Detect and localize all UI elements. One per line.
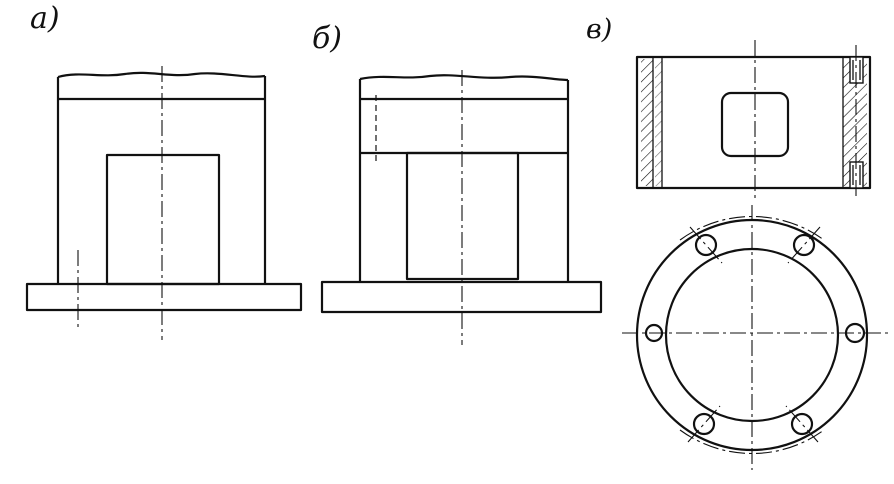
panel-c-plan-view xyxy=(622,205,888,470)
panel-c-body xyxy=(635,55,872,190)
bolt-hole-bottom-right xyxy=(790,412,814,436)
bolt-hole-top-right xyxy=(792,233,816,257)
panel-c-section-view xyxy=(635,40,872,200)
panel-b-drawing xyxy=(320,70,603,345)
bolt-hole-top-left xyxy=(694,233,718,257)
panel-b-top-break-line xyxy=(359,74,569,82)
bolt-hole-bottom-left xyxy=(692,412,716,436)
panel-c-left-hatch xyxy=(641,59,653,186)
panel-a-opening xyxy=(105,153,221,286)
panel-c-bolt-circle-arc xyxy=(679,216,825,241)
panel-a-base xyxy=(25,282,303,312)
panel-label-a: а) xyxy=(30,1,60,36)
panel-label-b: б) xyxy=(312,21,343,56)
panel-a-drawing xyxy=(25,66,303,340)
panel-a-top-break-line xyxy=(57,71,266,79)
panel-c-left-hatch-2 xyxy=(655,59,662,186)
panel-label-c: в) xyxy=(586,14,613,45)
